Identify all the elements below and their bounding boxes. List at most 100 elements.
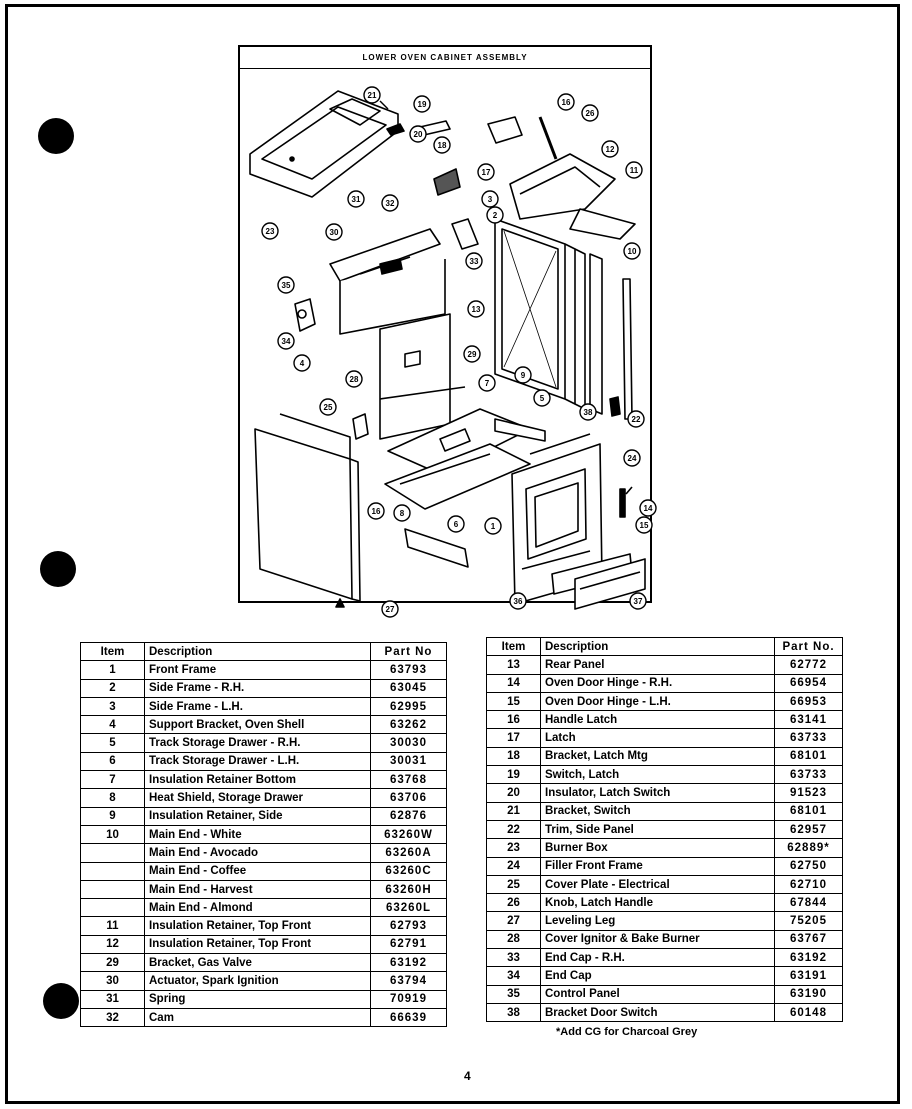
- callout-17: 17: [477, 163, 495, 181]
- callout-11: 11: [625, 161, 643, 179]
- description-cell: Insulation Retainer, Top Front: [144, 934, 371, 955]
- svg-text:33: 33: [470, 257, 479, 266]
- description-cell: Cover Ignitor & Bake Burner: [540, 929, 775, 950]
- description-cell: Leveling Leg: [540, 911, 775, 931]
- description-cell: Side Frame - L.H.: [144, 696, 371, 717]
- svg-text:25: 25: [324, 403, 333, 412]
- callout-14: 14: [639, 499, 657, 517]
- description-cell: Control Panel: [540, 984, 775, 1004]
- description-cell: Track Storage Drawer - L.H.: [144, 751, 371, 772]
- callout-16: 16: [557, 93, 575, 111]
- col-header-item: Item: [486, 636, 541, 657]
- svg-text:7: 7: [485, 379, 490, 388]
- part-number-cell: 62889*: [774, 838, 843, 858]
- item-cell: [80, 879, 145, 900]
- item-cell: 12: [80, 934, 145, 955]
- item-cell: 14: [486, 673, 541, 693]
- svg-text:28: 28: [350, 375, 359, 384]
- item-cell: 25: [486, 874, 541, 895]
- callout-5: 5: [533, 389, 551, 407]
- svg-text:35: 35: [282, 281, 291, 290]
- item-cell: 27: [486, 911, 541, 931]
- item-cell: 5: [80, 733, 145, 753]
- part-number-cell: 68101: [774, 801, 843, 821]
- description-cell: Main End - Harvest: [144, 879, 371, 900]
- svg-text:37: 37: [634, 597, 643, 606]
- part-number-cell: 63192: [774, 948, 843, 968]
- part-number-cell: 67844: [774, 893, 843, 913]
- description-cell: Oven Door Hinge - R.H.: [540, 673, 775, 693]
- description-cell: Support Bracket, Oven Shell: [144, 715, 371, 735]
- item-cell: 4: [80, 715, 145, 735]
- svg-text:38: 38: [584, 408, 593, 417]
- item-cell: 1: [80, 660, 145, 680]
- item-cell: 35: [486, 984, 541, 1004]
- svg-text:29: 29: [468, 350, 477, 359]
- exploded-view-drawing: 21 19 20 16 26 18 17 12 11 23 31 32 33 3…: [249, 86, 657, 618]
- callout-25: 25: [319, 398, 337, 416]
- table-header-row: Item Description Part No: [80, 641, 447, 662]
- burner-box-part: [249, 90, 399, 198]
- table-header-row: Item Description Part No.: [486, 636, 843, 657]
- part-number-cell: 62710: [774, 874, 843, 895]
- svg-text:15: 15: [640, 521, 649, 530]
- callout-12: 12: [601, 140, 619, 158]
- description-cell: End Cap - R.H.: [540, 948, 775, 968]
- item-cell: 19: [486, 765, 541, 785]
- part-number-cell: 63793: [370, 660, 447, 680]
- svg-text:26: 26: [586, 109, 595, 118]
- binder-hole-bottom: [43, 983, 79, 1019]
- svg-text:32: 32: [386, 199, 395, 208]
- description-cell: Switch, Latch: [540, 765, 775, 785]
- col-header-description: Description: [144, 641, 371, 662]
- description-cell: Rear Panel: [540, 655, 775, 675]
- callout-32: 32: [381, 194, 399, 212]
- col-header-part-no: Part No.: [774, 636, 843, 657]
- callout-27: 27: [381, 600, 399, 618]
- svg-text:34: 34: [282, 337, 291, 346]
- exploded-diagram: LOWER OVEN CABINET ASSEMBLY: [238, 45, 657, 618]
- diagram-title: LOWER OVEN CABINET ASSEMBLY: [240, 47, 650, 69]
- part-number-cell: 62876: [370, 806, 447, 826]
- callout-22: 22: [627, 410, 645, 428]
- callout-13: 13: [467, 300, 485, 318]
- description-cell: Trim, Side Panel: [540, 819, 775, 840]
- part-number-cell: 63262: [370, 715, 447, 735]
- callout-37: 37: [629, 592, 647, 610]
- description-cell: Oven Door Hinge - L.H.: [540, 691, 775, 712]
- description-cell: Insulator, Latch Switch: [540, 783, 775, 803]
- part-number-cell: 66954: [774, 673, 843, 693]
- callout-9: 9: [514, 366, 532, 384]
- item-cell: 34: [486, 966, 541, 986]
- item-cell: 3: [80, 696, 145, 717]
- part-number-cell: 62793: [370, 916, 447, 936]
- description-cell: Cover Plate - Electrical: [540, 874, 775, 895]
- part-number-cell: 68101: [774, 746, 843, 767]
- part-number-cell: 60148: [774, 1002, 843, 1023]
- part-number-cell: 63045: [370, 678, 447, 698]
- svg-text:6: 6: [454, 520, 459, 529]
- part-number-cell: 63260W: [370, 824, 447, 845]
- part-number-cell: 62772: [774, 655, 843, 675]
- callout-4: 4: [293, 354, 311, 372]
- part-number-cell: 63260A: [370, 843, 447, 863]
- part-number-cell: 62995: [370, 696, 447, 717]
- item-cell: 6: [80, 751, 145, 772]
- col-header-part-no: Part No: [370, 641, 447, 662]
- item-cell: 33: [486, 948, 541, 968]
- callout-2: 2: [486, 206, 504, 224]
